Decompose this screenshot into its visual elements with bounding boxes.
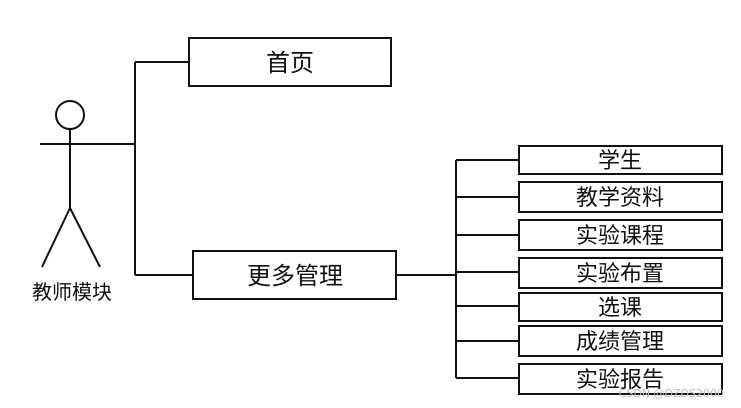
node-lab-assignment[interactable]: 实验布置 bbox=[518, 257, 723, 289]
actor-label: 教师模块 bbox=[32, 280, 112, 304]
node-teaching-materials[interactable]: 教学资料 bbox=[518, 181, 723, 213]
actor-figure bbox=[40, 100, 135, 268]
actor-right-leg bbox=[69, 207, 101, 268]
node-home-label: 首页 bbox=[266, 49, 314, 77]
actor-head bbox=[55, 100, 85, 130]
node-course-selection-label: 选课 bbox=[598, 296, 642, 321]
sub-connectors bbox=[396, 159, 519, 379]
node-grade-management[interactable]: 成绩管理 bbox=[518, 325, 723, 357]
node-lab-assignment-label: 实验布置 bbox=[576, 262, 664, 287]
root-connectors bbox=[134, 61, 193, 276]
node-student[interactable]: 学生 bbox=[518, 145, 723, 175]
node-student-label: 学生 bbox=[598, 149, 642, 174]
node-lab-report[interactable]: 实验报告 bbox=[518, 363, 723, 395]
node-more-management-label: 更多管理 bbox=[247, 262, 343, 290]
watermark: CSDN @DZDS2000 bbox=[619, 387, 724, 400]
actor-left-leg bbox=[41, 207, 71, 268]
node-grade-management-label: 成绩管理 bbox=[576, 330, 664, 355]
node-lab-courses[interactable]: 实验课程 bbox=[518, 219, 723, 251]
node-lab-courses-label: 实验课程 bbox=[576, 224, 664, 249]
node-home[interactable]: 首页 bbox=[188, 37, 392, 87]
node-course-selection[interactable]: 选课 bbox=[518, 292, 723, 322]
node-teaching-materials-label: 教学资料 bbox=[576, 186, 664, 211]
node-lab-report-label: 实验报告 bbox=[576, 368, 664, 393]
node-more-management[interactable]: 更多管理 bbox=[192, 250, 397, 300]
